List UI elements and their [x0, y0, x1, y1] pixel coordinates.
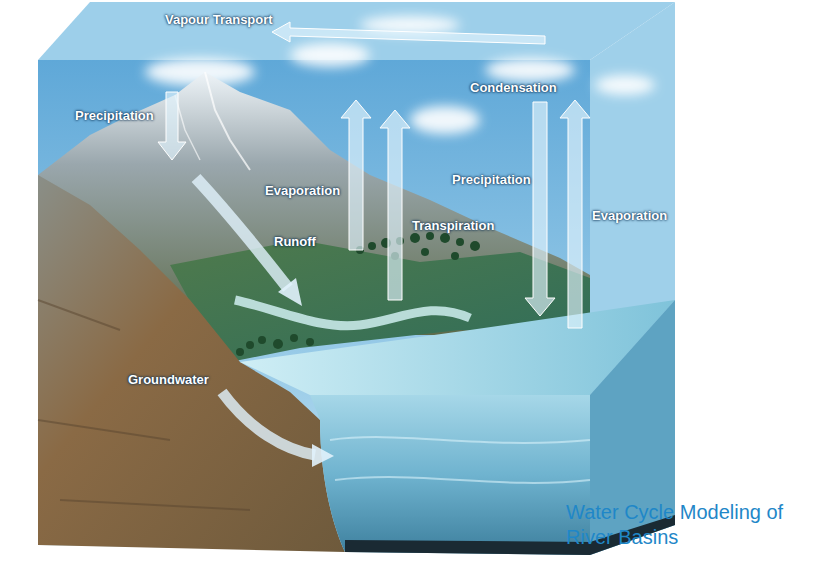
process-label: Transpiration	[412, 218, 494, 234]
process-label: Precipitation	[75, 108, 154, 124]
process-label: Precipitation	[452, 172, 531, 188]
process-label: Vapour Transport	[165, 12, 273, 28]
process-label: Groundwater	[128, 372, 209, 388]
process-label: Condensation	[470, 80, 557, 96]
process-label: Evaporation	[265, 183, 340, 199]
process-label: Evaporation	[592, 208, 667, 224]
diagram-title: Water Cycle Modeling of River Basins	[566, 500, 828, 550]
process-label: Runoff	[274, 234, 316, 250]
